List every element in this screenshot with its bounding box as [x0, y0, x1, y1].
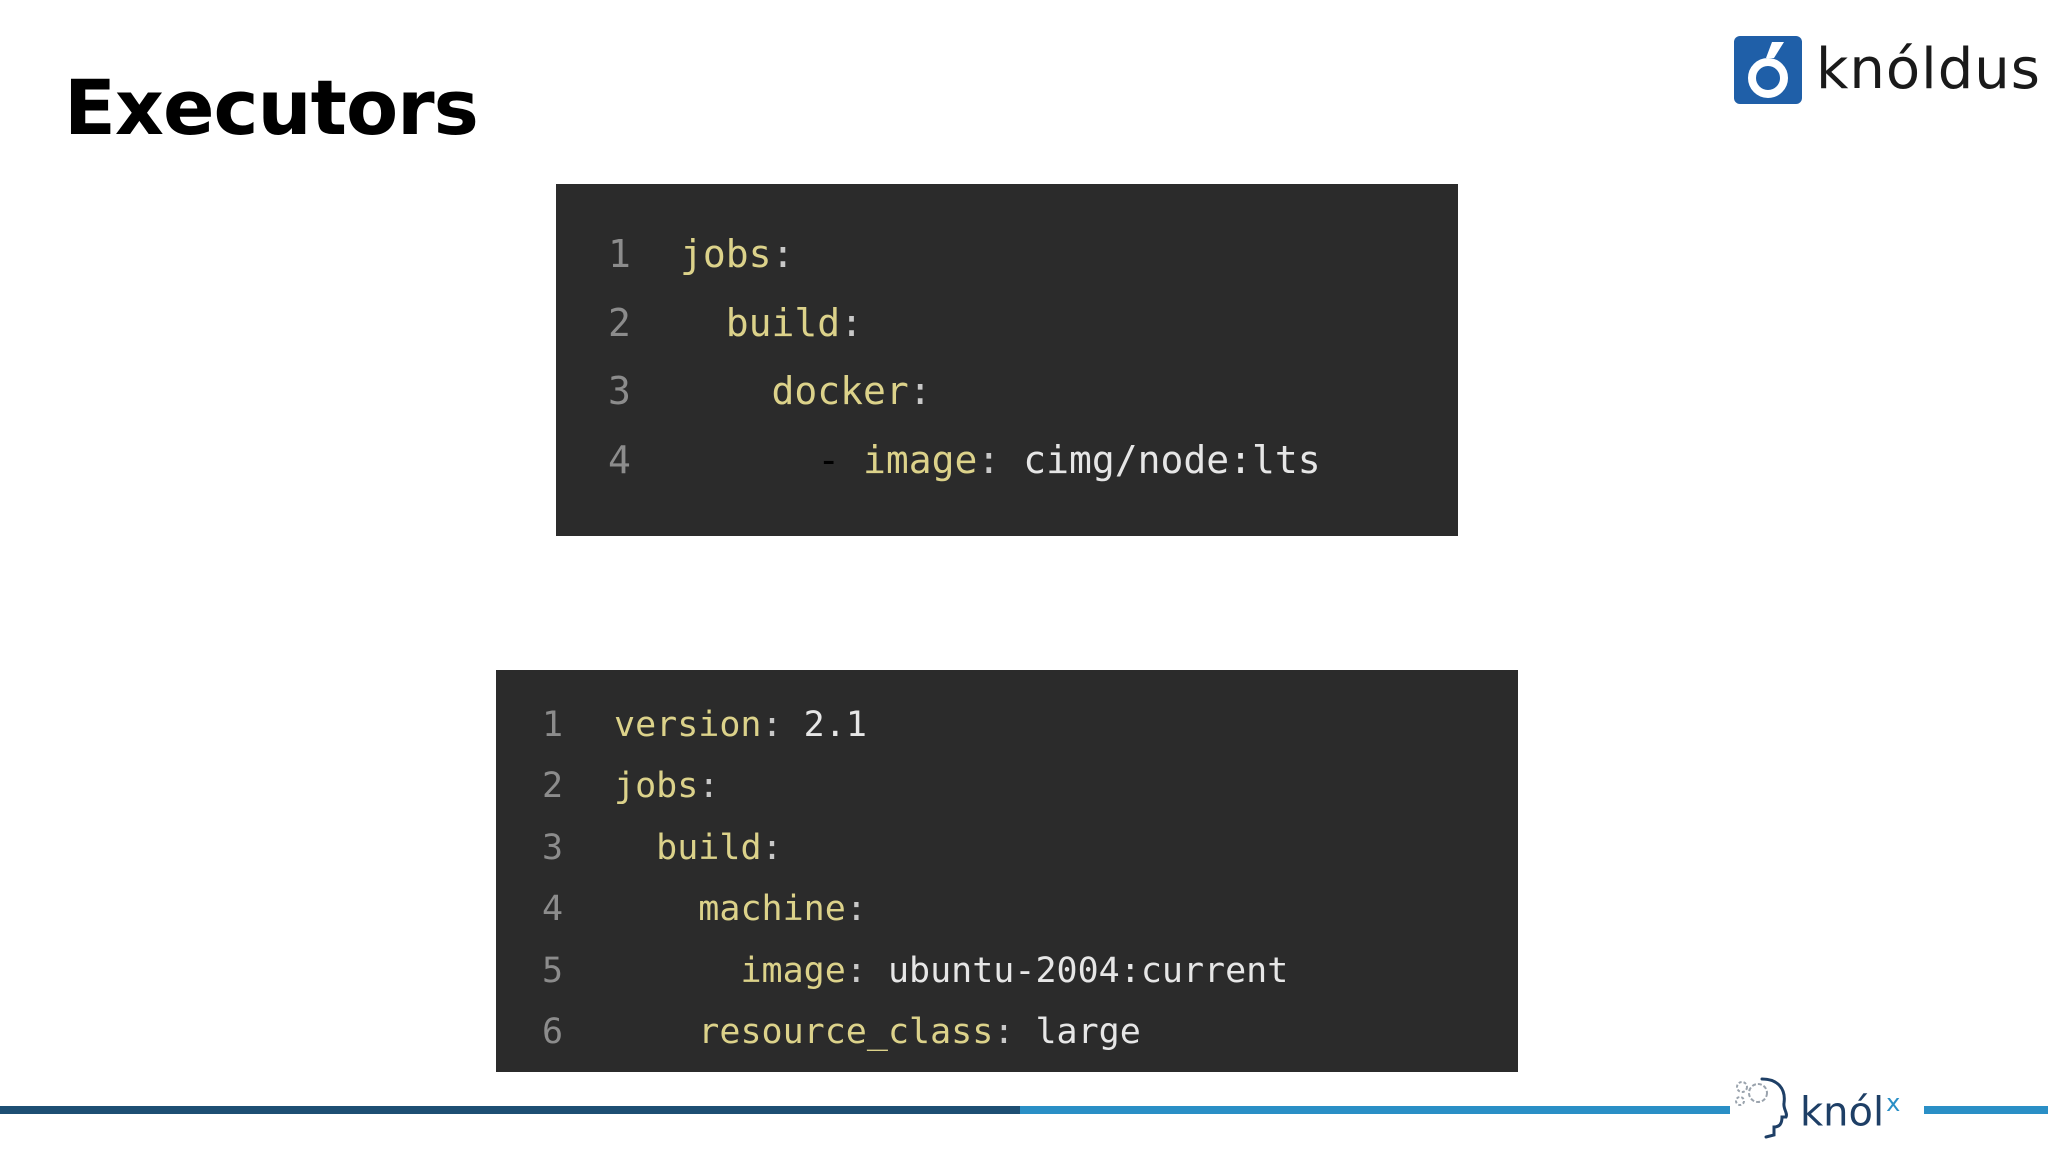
knolx-brand: knól — [1800, 1089, 1885, 1136]
code-key: resource_class — [698, 1012, 994, 1053]
code-indent — [614, 828, 656, 868]
line-number: 4 — [608, 437, 631, 482]
knoldus-logo-text: knóldus — [1816, 37, 2041, 102]
code-key: image — [740, 950, 846, 991]
line-number: 3 — [608, 369, 631, 414]
code-punct: : — [840, 300, 864, 345]
code-indent: - — [680, 437, 864, 482]
knolx-brand-sup: x — [1886, 1088, 1901, 1117]
code-key: build — [725, 300, 841, 345]
line-number: 2 — [542, 766, 564, 807]
line-number: 4 — [542, 889, 564, 930]
code-block-machine: 1 version: 2.1 2 jobs: 3 build: 4 machin… — [496, 670, 1518, 1072]
code-line: 4 machine: — [496, 879, 1518, 941]
knolx-logo: knólx — [1730, 1060, 1924, 1152]
footer-bar-light — [1020, 1106, 1730, 1114]
code-key: machine — [698, 889, 846, 930]
code-line: 3 docker: — [556, 357, 1458, 426]
head-gears-icon — [1735, 1077, 1788, 1139]
code-punct: : — [993, 1012, 1036, 1053]
slide-title: Executors — [64, 63, 479, 152]
code-value: cimg/node:lts — [1023, 437, 1321, 482]
code-key: jobs — [680, 232, 772, 277]
footer-bar-dark — [0, 1106, 1020, 1114]
code-punct: : — [977, 437, 1024, 482]
knoldus-logo-icon — [1734, 36, 1802, 104]
knolx-logo-text: knólx — [1800, 1089, 1900, 1135]
code-value: large — [1035, 1012, 1141, 1053]
code-key: jobs — [614, 766, 699, 807]
code-punct: : — [845, 950, 888, 991]
code-key: version — [614, 704, 762, 745]
knoldus-logo: knóldus — [1734, 30, 2041, 110]
code-indent — [614, 1012, 698, 1052]
code-key: image — [863, 437, 978, 482]
code-punct: : — [698, 766, 720, 807]
code-line: 1 version: 2.1 — [496, 694, 1518, 756]
code-punct: : — [761, 827, 783, 868]
line-number: 2 — [608, 300, 631, 345]
footer-bar-light-end — [1924, 1106, 2048, 1114]
code-key: build — [656, 827, 762, 868]
line-number: 1 — [608, 232, 631, 277]
code-indent — [614, 889, 698, 929]
line-number: 6 — [542, 1012, 564, 1053]
code-indent — [680, 301, 726, 345]
code-line: 2 jobs: — [496, 756, 1518, 818]
code-indent — [614, 951, 740, 991]
code-line: 3 build: — [496, 817, 1518, 879]
code-punct: : — [908, 369, 932, 414]
line-number: 1 — [542, 704, 564, 745]
code-indent — [680, 369, 772, 413]
code-value: 2.1 — [803, 704, 867, 745]
code-line: 5 image: ubuntu-2004:current — [496, 940, 1518, 1002]
line-number: 3 — [542, 827, 564, 868]
code-line: 1 jobs: — [556, 220, 1458, 289]
code-line: 2 build: — [556, 289, 1458, 358]
code-block-docker: 1 jobs: 2 build: 3 docker: 4 - image: ci… — [556, 184, 1458, 536]
code-value: ubuntu-2004:current — [887, 950, 1289, 991]
code-punct: : — [771, 232, 795, 277]
code-punct: : — [761, 704, 804, 745]
code-line: 4 - image: cimg/node:lts — [556, 426, 1458, 495]
code-punct: : — [845, 889, 867, 930]
code-line: 6 resource_class: large — [496, 1002, 1518, 1064]
line-number: 5 — [542, 950, 564, 991]
code-key: docker — [771, 369, 909, 414]
